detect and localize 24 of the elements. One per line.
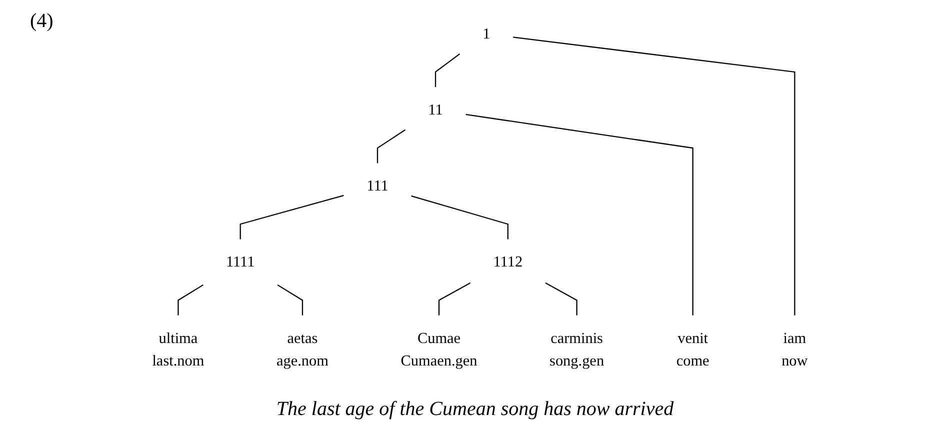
node-text: ultima last.nom — [152, 330, 204, 370]
node-text: 11 — [428, 102, 443, 118]
node-text: 111 — [366, 178, 388, 194]
node-text: aetas age.nom — [276, 330, 328, 370]
connector — [411, 195, 508, 240]
connector — [277, 284, 304, 316]
node-text: carminis song.gen — [550, 330, 604, 370]
node-text: iam now — [782, 330, 808, 370]
connector — [466, 114, 694, 316]
connector — [434, 53, 460, 88]
node-text: 1 — [482, 26, 490, 42]
example-number: (4) — [30, 10, 54, 33]
connector — [178, 284, 204, 316]
connector — [376, 129, 406, 164]
tree-diagram: 1 11 111 1111 1112 ultima last.nom Cumae Cumaen.gen venit come iam now carminis song.gen aetas age.nom — [90, 5, 870, 390]
node-text: 1112 — [493, 254, 523, 271]
connector — [438, 282, 471, 316]
connector — [240, 194, 344, 240]
connector — [513, 36, 796, 316]
node-text: venit come — [676, 330, 710, 370]
translation-caption: The last age of the Cumean song has now arrived — [276, 398, 674, 420]
node-text: Cumae Cumaen.gen — [400, 330, 478, 370]
node-text: 1111 — [226, 254, 255, 271]
connector — [545, 282, 578, 316]
